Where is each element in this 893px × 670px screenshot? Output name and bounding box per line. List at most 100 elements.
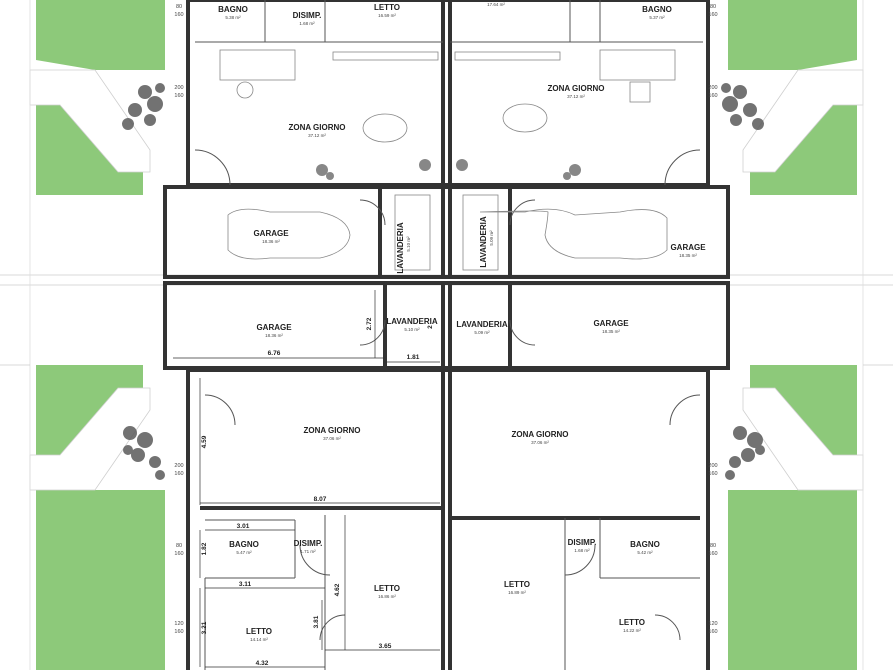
dimension-label: 6.76 [268, 350, 281, 357]
window-dimension-label: 200 [708, 85, 717, 91]
room-bagno-label: BAGNO [218, 5, 248, 14]
room-zona-giorno-label: ZONA GIORNO [303, 426, 360, 435]
dimension-label: 8.07 [314, 496, 327, 503]
room-letto-label: LETTO [374, 3, 400, 12]
room-area: 1.68 m² [299, 21, 315, 26]
window-dimension-label: 200 [708, 463, 717, 469]
dimension-label: 4.59 [201, 435, 208, 448]
room-area: 16.89 m² [508, 590, 526, 595]
room-area: 37.06 m² [531, 440, 549, 445]
dimension-label: 3.11 [239, 581, 252, 588]
plant-icon [316, 159, 581, 180]
window-dimension-label: 160 [174, 93, 183, 99]
door-arcs [194, 149, 701, 641]
room-area: 37.12 m² [567, 94, 585, 99]
dimension-label: 2 [427, 325, 434, 329]
window-dimension-label: 160 [708, 629, 717, 635]
window-dimension-label: 160 [174, 12, 183, 18]
room-area: 5.10 m² [406, 236, 411, 252]
window-dimension-label: 200 [174, 463, 183, 469]
window-dimension-label: 80 [176, 4, 182, 10]
tree-icon [725, 426, 765, 480]
room-bagno-label: BAGNO [630, 540, 660, 549]
dimension-label: 1.82 [201, 542, 208, 555]
dimension-label: 3.01 [237, 523, 250, 530]
room-disimp-label: DISIMP. [293, 11, 322, 20]
room-area: 18.36 m² [265, 333, 283, 338]
room-lavanderia-label: LAVANDERIA [396, 222, 405, 273]
building-walls [163, 0, 730, 670]
room-area: 5.37 m² [649, 15, 665, 20]
window-dimension-label: 160 [708, 93, 717, 99]
garden-right-bottom [728, 365, 864, 670]
room-disimp-label: DISIMP. [568, 538, 597, 547]
window-dimension-label: 120 [708, 621, 717, 627]
room-garage-label: GARAGE [670, 243, 706, 252]
room-area: 1.71 m² [300, 549, 316, 554]
dimension-label: 3.81 [313, 615, 320, 628]
room-area: 18.35 m² [602, 329, 620, 334]
dimension-label: 2.72 [366, 317, 373, 330]
room-area: 17.64 m² [487, 2, 505, 7]
room-area: 37.06 m² [323, 436, 341, 441]
room-area: 16.86 m² [378, 594, 396, 599]
window-dimension-label: 120 [174, 621, 183, 627]
window-dimension-label: 160 [174, 551, 183, 557]
room-lavanderia-label: LAVANDERIA [479, 216, 488, 267]
room-area: 14.22 m² [623, 628, 641, 633]
room-area: 18.35 m² [679, 253, 697, 258]
room-area: 16.59 m² [378, 13, 396, 18]
dimension-label: 3.65 [379, 643, 392, 650]
window-dimension-label: 160 [708, 12, 717, 18]
dimension-label: 4.32 [256, 660, 269, 667]
room-lavanderia-label: LAVANDERIA [456, 320, 507, 329]
room-area: 5.09 m² [489, 230, 494, 246]
room-area: 18.36 m² [262, 239, 280, 244]
room-area: 5.42 m² [637, 550, 653, 555]
room-letto-label: LETTO [504, 580, 530, 589]
room-area: 5.10 m² [404, 327, 420, 332]
window-dimension-label: 80 [710, 4, 716, 10]
dimension-lines [173, 290, 440, 668]
room-area: 14.14 m² [250, 637, 268, 642]
car-icon [227, 208, 668, 260]
tree-icon [721, 83, 764, 130]
room-disimp-label: DISIMP. [294, 539, 323, 548]
room-garage-label: GARAGE [593, 319, 629, 328]
room-area: 37.12 m² [308, 133, 326, 138]
room-letto-label: LETTO [246, 627, 272, 636]
garden-left-top [29, 0, 165, 195]
garden-right-top [728, 0, 864, 195]
room-labels: BAGNO 5.38 m² DISIMP. 1.68 m² LETTO 16.5… [218, 2, 706, 642]
window-dimension-label: 160 [708, 471, 717, 477]
dimension-label: 4.62 [334, 583, 341, 596]
tree-icon [122, 83, 165, 130]
window-dimension-label: 200 [174, 85, 183, 91]
garden-left-bottom [29, 365, 165, 670]
room-lavanderia-label: LAVANDERIA [386, 317, 437, 326]
room-area: 1.68 m² [574, 548, 590, 553]
room-garage-label: GARAGE [256, 323, 292, 332]
room-letto-label: LETTO [374, 584, 400, 593]
room-letto-label: LETTO [619, 618, 645, 627]
dimension-label: 3.21 [201, 621, 208, 634]
room-bagno-label: BAGNO [642, 5, 672, 14]
room-zona-giorno-label: ZONA GIORNO [547, 84, 604, 93]
dimension-label: 1.81 [407, 354, 420, 361]
room-zona-giorno-label: ZONA GIORNO [288, 123, 345, 132]
window-dimension-label: 80 [710, 543, 716, 549]
tree-icon [123, 426, 165, 480]
window-dimension-label: 80 [176, 543, 182, 549]
room-zona-giorno-label: ZONA GIORNO [511, 430, 568, 439]
room-area: 5.38 m² [225, 15, 241, 20]
room-area: 5.47 m² [236, 550, 252, 555]
window-dimension-label: 160 [174, 471, 183, 477]
room-garage-label: GARAGE [253, 229, 289, 238]
dimension-labels: 2.72 6.76 1.81 2 4.59 8.07 3.01 1.82 3.1… [174, 4, 717, 667]
window-dimension-label: 160 [708, 551, 717, 557]
room-area: 5.09 m² [474, 330, 490, 335]
window-dimension-label: 160 [174, 629, 183, 635]
furniture [219, 49, 676, 271]
